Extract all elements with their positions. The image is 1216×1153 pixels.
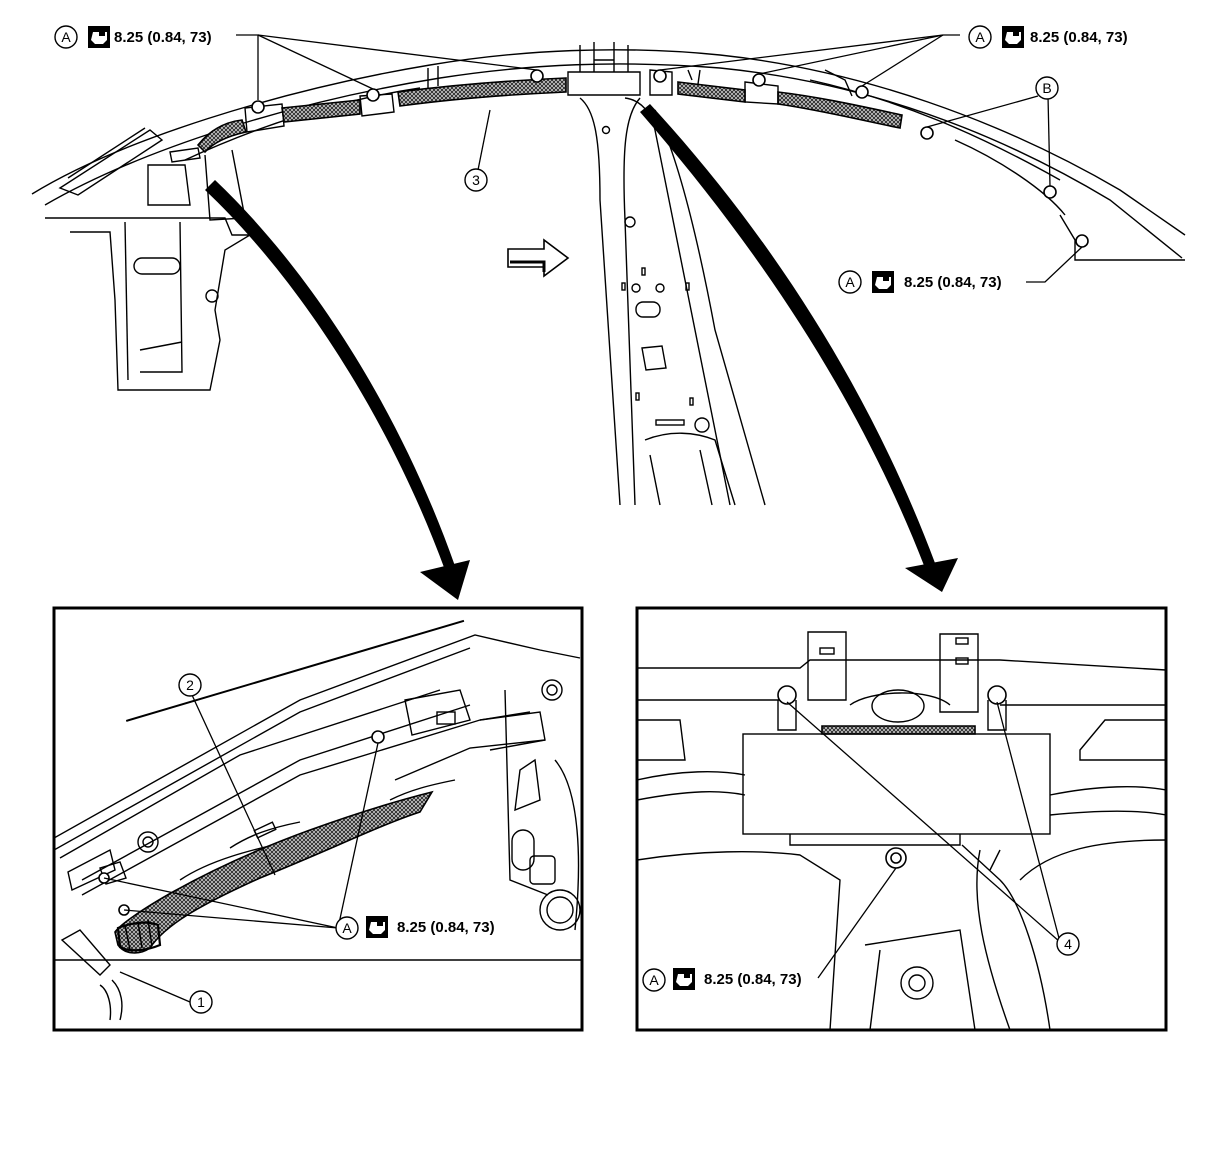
torque-wrench-icon — [673, 968, 695, 990]
callout-4-label: 4 — [1064, 936, 1072, 952]
callout-a-label: A — [649, 972, 659, 988]
callout-a-label: A — [342, 920, 352, 936]
callout-a-circle — [968, 25, 992, 49]
detail-arrow-icon — [205, 180, 470, 600]
callout-a-label: A — [975, 29, 985, 45]
torque-wrench-icon — [366, 916, 388, 938]
torque-callout-right-mid: A 8.25 (0.84, 73) — [838, 270, 1002, 294]
callout-1-label: 1 — [197, 994, 205, 1010]
callout-3: 3 — [464, 168, 488, 192]
callout-a-circle — [54, 25, 78, 49]
callout-1: 1 — [189, 990, 213, 1014]
torque-value: 8.25 (0.84, 73) — [904, 274, 1002, 291]
callout-a-label: A — [845, 274, 855, 290]
callout-a-circle — [642, 968, 666, 992]
torque-value: 8.25 (0.84, 73) — [704, 971, 802, 988]
torque-callout-top-right: A 8.25 (0.84, 73) — [968, 25, 1128, 49]
detail-arrow-icon — [640, 104, 958, 592]
torque-callout-left-detail: A 8.25 (0.84, 73) — [335, 916, 495, 940]
left-detail-panel: 2 1 A 8.25 (0.84, 73) — [52, 606, 584, 1032]
callout-a-circle — [335, 916, 359, 940]
torque-wrench-icon — [872, 271, 894, 293]
callout-b: B — [1035, 76, 1059, 100]
torque-value: 8.25 (0.84, 73) — [1030, 29, 1128, 46]
callout-3-label: 3 — [472, 172, 480, 188]
callout-2: 2 — [178, 673, 202, 697]
right-detail-panel: 4 A 8.25 (0.84, 73) — [635, 606, 1168, 1032]
callout-2-label: 2 — [186, 677, 194, 693]
roof-overview — [31, 34, 1186, 506]
callout-4: 4 — [1056, 932, 1080, 956]
view-direction-arrow-icon — [507, 238, 570, 278]
callout-b-label: B — [1042, 80, 1051, 96]
callout-a-circle — [838, 270, 862, 294]
torque-value: 8.25 (0.84, 73) — [114, 29, 212, 46]
torque-callout-top-left: A 8.25 (0.84, 73) — [54, 25, 212, 49]
callout-a-label: A — [61, 29, 71, 45]
torque-wrench-icon — [1002, 26, 1024, 48]
torque-callout-right-detail: A 8.25 (0.84, 73) — [642, 968, 802, 992]
torque-value: 8.25 (0.84, 73) — [397, 919, 495, 936]
torque-wrench-icon — [88, 26, 110, 48]
